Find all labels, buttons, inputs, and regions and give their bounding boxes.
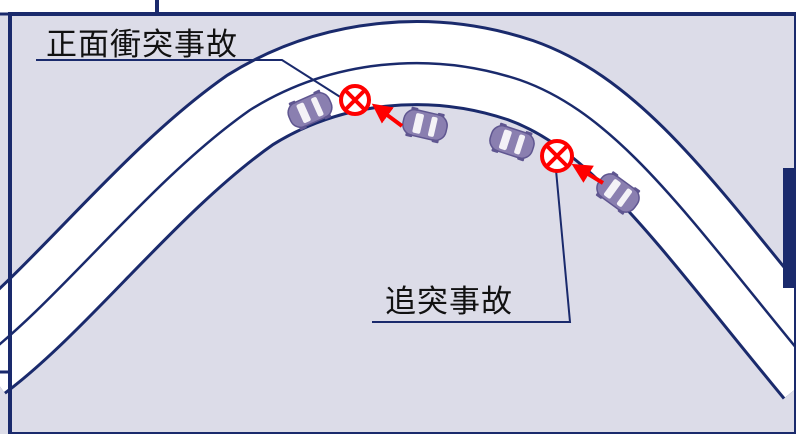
rear-end-leader-line — [372, 169, 572, 323]
diagram-frame — [8, 12, 796, 434]
arrow-icon — [371, 103, 404, 128]
rear-end-collision-label: 追突事故 — [385, 284, 513, 320]
road-center-line — [0, 61, 796, 350]
curved-road — [0, 20, 796, 400]
arrow-icon — [571, 163, 605, 185]
head-on-leader-line — [36, 59, 346, 101]
head-on-collision-label: 正面衝突事故 — [46, 27, 238, 63]
header-band — [0, 0, 796, 14]
crash-marker-icon — [540, 139, 574, 173]
side-bar — [783, 168, 796, 288]
crash-marker-icon — [339, 84, 371, 116]
